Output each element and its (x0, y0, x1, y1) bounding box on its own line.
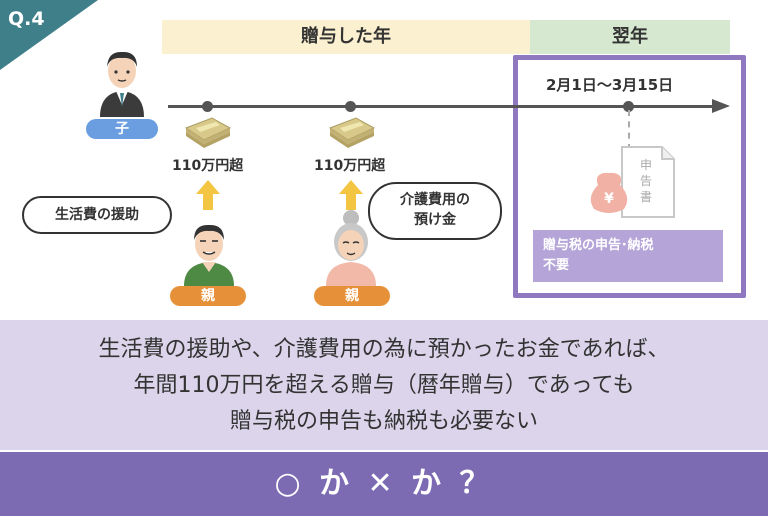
gift-year-band: 贈与した年 (162, 20, 530, 54)
question-line: 年間110万円を超える贈与（暦年贈与）であっても (133, 373, 635, 398)
filing-date-range: 2月1日～3月15日 (546, 76, 674, 94)
timeline-arrow-icon (712, 99, 730, 113)
question-panel: 生活費の援助や、介護費用の為に預かったお金であれば、 年間110万円を超える贈与… (0, 320, 768, 450)
timeline-dot (202, 101, 213, 112)
timeline-dot (345, 101, 356, 112)
speech-bubble: 介護費用の 預け金 (368, 182, 502, 240)
question-line: 贈与税の申告も納税も必要ない (229, 409, 538, 434)
gift-amount: 110万円超 (314, 158, 386, 174)
bubble-text: 生活費の援助 (55, 207, 139, 223)
illustration-area: Q.4 贈与した年 翌年 2月1日～3月15日 子 110万円超 110万円超 (0, 0, 746, 306)
result-box: 贈与税の申告･納税 不要 (533, 230, 723, 282)
result-text: 不要 (543, 258, 570, 273)
child-avatar-icon (100, 51, 144, 117)
bubble-text: 預け金 (414, 212, 456, 228)
next-year-band: 翌年 (530, 20, 730, 54)
timeline-line (168, 105, 716, 108)
up-arrow-icon (339, 180, 363, 210)
money-stack-icon (184, 117, 232, 148)
doc-char: 申 (640, 158, 652, 172)
parent-label: 親 (170, 286, 246, 306)
money-stack-icon (328, 117, 376, 148)
tax-return-illustration: 申 告 書 ¥ (588, 145, 678, 225)
doc-char: 告 (640, 174, 652, 188)
dashed-connector (628, 110, 630, 150)
father-avatar-icon (184, 224, 234, 286)
document-icon: 申 告 書 ¥ (590, 146, 675, 218)
question-line: 生活費の援助や、介護費用の為に預かったお金であれば、 (98, 337, 670, 362)
question-number: Q.4 (8, 8, 45, 30)
yen-symbol: ¥ (604, 191, 614, 207)
timeline-dot (623, 101, 634, 112)
result-text: 贈与税の申告･納税 (543, 238, 654, 253)
answer-prompt: ○ か ✕ か ？ (0, 452, 768, 516)
up-arrow-icon (196, 180, 220, 210)
bubble-text: 介護費用の (400, 192, 470, 208)
gift-amount: 110万円超 (172, 158, 244, 174)
speech-bubble: 生活費の援助 (22, 196, 172, 234)
child-label: 子 (86, 119, 158, 139)
doc-char: 書 (640, 190, 652, 204)
mother-avatar-icon (326, 210, 376, 286)
parent-label: 親 (314, 286, 390, 306)
question-badge (0, 0, 98, 70)
